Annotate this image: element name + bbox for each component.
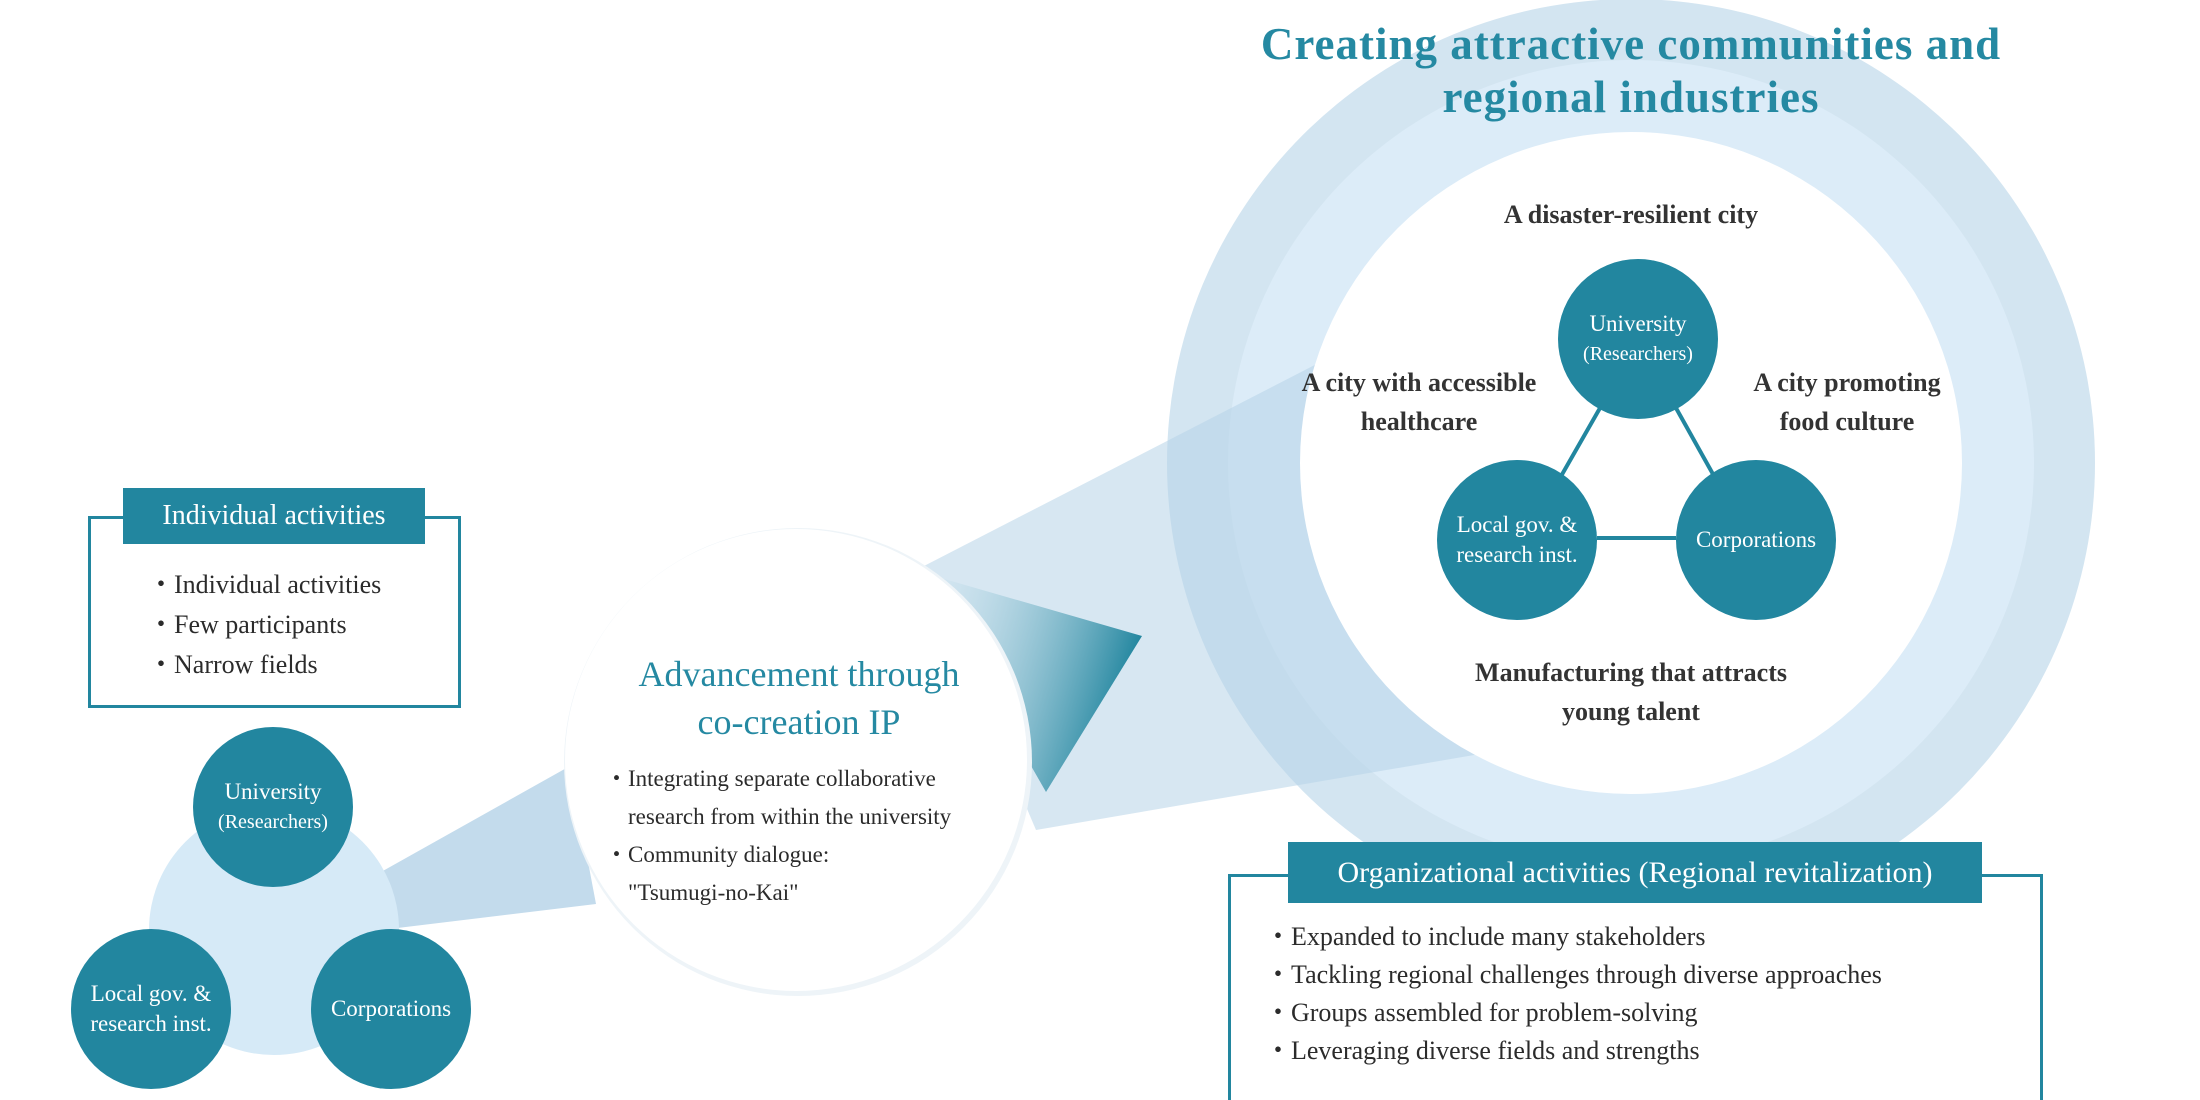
node-university-left: University (Researchers): [193, 727, 353, 887]
node-university-right: University (Researchers): [1558, 259, 1718, 419]
list-item: ・Integrating separate collaborative: [605, 766, 936, 791]
goal-healthcare: A city with accessible healthcare: [1302, 363, 1537, 441]
node-label: research inst.: [90, 1011, 212, 1036]
organizational-activities-heading: Organizational activities (Regional revi…: [1288, 842, 1982, 903]
goal-line: A city with accessible: [1301, 368, 1537, 397]
goal-line: Manufacturing that attracts: [1475, 658, 1787, 687]
list-item: ・Groups assembled for problem-solving: [1265, 998, 1698, 1027]
list-item: research from within the university: [628, 804, 952, 829]
middle-list: ・Integrating separate collaborative rese…: [605, 760, 951, 912]
node-corporations-left: Corporations: [311, 929, 471, 1089]
list-item: ・Expanded to include many stakeholders: [1265, 922, 1706, 951]
title-line-2: regional industries: [1442, 72, 1820, 122]
node-label: Corporations: [330, 996, 452, 1021]
node-sublabel: (Researchers): [218, 811, 328, 833]
middle-circle: [565, 529, 1027, 991]
goal-line: A city promoting: [1753, 368, 1941, 397]
goal-food-culture: A city promoting food culture: [1753, 363, 1940, 441]
node-sublabel: (Researchers): [1583, 343, 1693, 365]
node-corporations-right: Corporations: [1676, 460, 1836, 620]
node-label: Local gov. &: [1456, 512, 1578, 537]
list-item: ・Tackling regional challenges through di…: [1265, 960, 1882, 989]
list-item: ・Narrow fields: [148, 650, 318, 679]
list-item: ・Individual activities: [148, 570, 382, 599]
middle-title-line: Advancement through: [638, 654, 960, 694]
node-label: Local gov. &: [90, 981, 212, 1006]
goal-line: healthcare: [1360, 407, 1478, 436]
middle-title-line: co-creation IP: [697, 702, 901, 742]
goal-line: food culture: [1779, 407, 1915, 436]
node-label: research inst.: [1456, 542, 1578, 567]
connector: [1674, 407, 1716, 477]
goal-line: young talent: [1562, 697, 1700, 726]
goal-disaster-resilient: A disaster-resilient city: [1503, 200, 1759, 229]
node-label: Corporations: [1695, 527, 1817, 552]
beam-left: [381, 766, 596, 930]
connector: [1558, 407, 1602, 479]
node-label: University: [1589, 311, 1687, 336]
list-item: ・Community dialogue:: [605, 842, 830, 867]
node-localgov-left: Local gov. & research inst.: [71, 929, 231, 1089]
main-title: Creating attractive communities and regi…: [1261, 18, 2001, 124]
list-item: ・Leveraging diverse fields and strengths: [1265, 1036, 1700, 1065]
node-label: University: [224, 779, 322, 804]
individual-activities-list: ・Individual activities ・Few participants…: [148, 565, 381, 685]
list-item: ・Few participants: [148, 610, 347, 639]
individual-activities-box: [88, 516, 461, 708]
list-item: "Tsumugi-no-Kai": [628, 880, 799, 905]
title-line-1: Creating attractive communities and: [1260, 19, 2002, 69]
node-localgov-right: Local gov. & research inst.: [1437, 460, 1597, 620]
goal-manufacturing: Manufacturing that attracts young talent: [1475, 653, 1787, 731]
middle-title: Advancement through co-creation IP: [639, 650, 960, 746]
organizational-activities-list: ・Expanded to include many stakeholders ・…: [1265, 918, 1882, 1070]
inner-white-circle: [1300, 132, 1962, 794]
individual-activities-heading: Individual activities: [123, 488, 425, 544]
